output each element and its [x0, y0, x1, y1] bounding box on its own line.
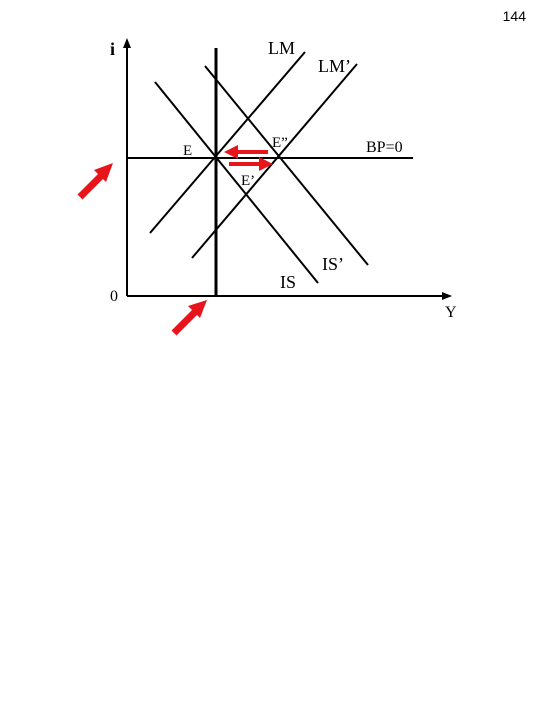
x-axis-arrowhead	[442, 292, 452, 300]
bp-label: BP=0	[366, 139, 403, 156]
point-e-label: E	[183, 143, 192, 159]
x-axis-label: Y	[445, 304, 457, 321]
is2-label: IS’	[322, 254, 344, 274]
lm-label: LM	[268, 38, 295, 58]
point-e1-label: E’	[241, 173, 255, 189]
y-axis-arrowhead	[123, 38, 131, 48]
is2-curve	[204, 65, 369, 266]
lm2-label: LM’	[318, 56, 351, 76]
point-e2-label: E”	[272, 135, 288, 151]
origin-label: 0	[110, 288, 118, 305]
arrow-left-head	[224, 145, 238, 159]
lm2-curve	[191, 63, 358, 259]
y-axis-label: i	[110, 39, 115, 59]
arrow-right-head	[259, 157, 273, 171]
is-curve	[154, 81, 319, 284]
red-arrow-interest-icon	[77, 163, 113, 200]
red-arrow-output-icon	[171, 300, 207, 336]
lm-curve	[149, 51, 306, 234]
is-label: IS	[280, 272, 296, 292]
page-number: 144	[502, 8, 526, 24]
